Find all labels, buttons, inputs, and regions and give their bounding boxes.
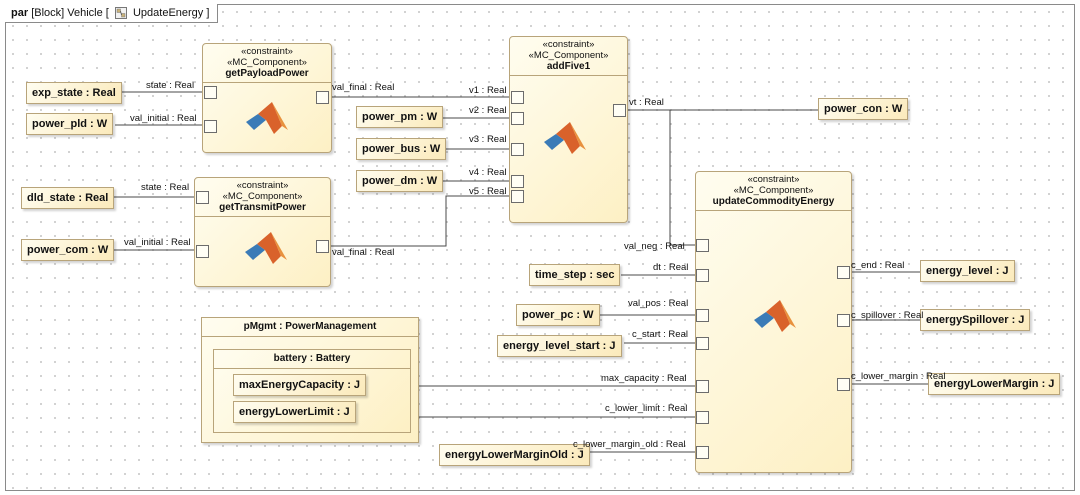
part-title: pMgmt : PowerManagement <box>243 321 377 332</box>
matlab-icon <box>544 122 586 154</box>
port-label: state : Real <box>146 80 195 91</box>
value-dld-state[interactable]: dld_state : Real <box>21 187 115 209</box>
parametric-diagram-icon <box>114 7 127 20</box>
matlab-icon <box>245 232 287 264</box>
matlab-icon <box>246 102 288 134</box>
port-label: c_lower_margin_old : Real <box>573 439 686 450</box>
port-max-capacity[interactable] <box>696 380 709 393</box>
port-state[interactable] <box>204 86 217 99</box>
block-separator <box>195 216 330 217</box>
stereotype-mc-component: «MC_Component» <box>222 191 303 202</box>
port-label: val_neg : Real <box>624 241 685 252</box>
value-energy-level-start[interactable]: energy_level_start : J <box>497 335 622 357</box>
value-power-pm[interactable]: power_pm : W <box>356 106 444 128</box>
stereotype-constraint: «constraint» <box>542 39 595 50</box>
value-energy-lower-limit[interactable]: energyLowerLimit : J <box>233 401 356 423</box>
stereotype-mc-component: «MC_Component» <box>227 57 307 68</box>
port-c-lower-margin-old[interactable] <box>696 446 709 459</box>
stereotype-mc-component: «MC_Component» <box>733 185 814 196</box>
port-label: v3 : Real <box>469 134 507 145</box>
port-label: c_start : Real <box>632 329 688 340</box>
block-name: updateCommodityEnergy <box>712 196 835 207</box>
value-exp-state[interactable]: exp_state : Real <box>26 82 122 104</box>
port-dt[interactable] <box>696 269 709 282</box>
port-label: c_end : Real <box>851 260 905 271</box>
port-label: val_initial : Real <box>130 113 197 124</box>
connector-vt-val-neg <box>669 110 696 246</box>
value-power-dm[interactable]: power_dm : W <box>356 170 444 192</box>
port-label: val_pos : Real <box>628 298 689 309</box>
port-label: c_lower_limit : Real <box>605 403 688 414</box>
port-v3[interactable] <box>511 143 524 156</box>
part-separator <box>202 336 418 337</box>
port-val-final[interactable] <box>316 91 329 104</box>
constraint-block-updateCommodityEnergy[interactable]: «constraint» «MC_Component» updateCommod… <box>695 171 852 473</box>
diagram-context: [Block] Vehicle [ <box>31 7 109 19</box>
port-v1[interactable] <box>511 91 524 104</box>
value-power-con[interactable]: power_con : W <box>818 98 909 120</box>
port-label: state : Real <box>141 182 190 193</box>
matlab-icon <box>754 300 796 332</box>
diagram-kind: par <box>11 7 29 19</box>
port-label: dt : Real <box>653 262 689 273</box>
stereotype-constraint: «constraint» <box>747 174 800 185</box>
port-val-pos[interactable] <box>696 309 709 322</box>
port-label: v4 : Real <box>469 167 507 178</box>
port-c-spillover[interactable] <box>837 314 850 327</box>
stereotype-mc-component: «MC_Component» <box>528 50 609 61</box>
port-c-end[interactable] <box>837 266 850 279</box>
value-power-pc[interactable]: power_pc : W <box>516 304 600 326</box>
value-power-bus[interactable]: power_bus : W <box>356 138 447 160</box>
value-max-energy-capacity[interactable]: maxEnergyCapacity : J <box>233 374 367 396</box>
port-label: max_capacity : Real <box>601 373 687 384</box>
port-v5[interactable] <box>511 190 524 203</box>
port-v4[interactable] <box>511 175 524 188</box>
port-val-initial[interactable] <box>204 120 217 133</box>
port-vt[interactable] <box>613 104 626 117</box>
value-energy-lower-margin[interactable]: energyLowerMargin : J <box>928 373 1061 395</box>
value-energy-level[interactable]: energy_level : J <box>920 260 1015 282</box>
diagram-tab-close-bracket: ] <box>206 7 210 19</box>
block-separator <box>510 75 627 76</box>
stereotype-constraint: «constraint» <box>241 46 293 57</box>
diagram-tab[interactable]: par [Block] Vehicle [ UpdateEnergy ] <box>5 4 219 23</box>
port-c-start[interactable] <box>696 337 709 350</box>
value-energy-spillover[interactable]: energySpillover : J <box>920 309 1031 331</box>
stereotype-constraint: «constraint» <box>236 180 289 191</box>
port-label: v2 : Real <box>469 105 507 116</box>
port-val-final[interactable] <box>316 240 329 253</box>
part-separator <box>214 368 410 369</box>
port-label: val_initial : Real <box>124 237 191 248</box>
connector-transmit-v5 <box>329 195 511 247</box>
port-label: vt : Real <box>629 97 664 108</box>
block-separator <box>203 82 331 83</box>
constraint-block-getTransmitPower[interactable]: «constraint» «MC_Component» getTransmitP… <box>194 177 331 287</box>
value-energy-lower-margin-old[interactable]: energyLowerMarginOld : J <box>439 444 590 466</box>
value-power-com[interactable]: power_com : W <box>21 239 115 261</box>
block-name: addFive1 <box>546 61 591 72</box>
constraint-block-getPayloadPower[interactable]: «constraint» «MC_Component» getPayloadPo… <box>202 43 332 153</box>
port-label: v1 : Real <box>469 85 507 96</box>
port-v2[interactable] <box>511 112 524 125</box>
port-label: val_final : Real <box>332 82 395 93</box>
diagram-name: UpdateEnergy <box>132 7 204 19</box>
port-val-initial[interactable] <box>196 245 209 258</box>
port-state[interactable] <box>196 191 209 204</box>
port-label: v5 : Real <box>469 186 507 197</box>
port-label: c_spillover : Real <box>851 310 924 321</box>
port-label: val_final : Real <box>332 247 395 258</box>
block-separator <box>696 210 851 211</box>
port-c-lower-limit[interactable] <box>696 411 709 424</box>
part-title: battery : Battery <box>273 353 351 364</box>
port-val-neg[interactable] <box>696 239 709 252</box>
block-name: getPayloadPower <box>225 68 309 79</box>
port-c-lower-margin[interactable] <box>837 378 850 391</box>
value-time-step[interactable]: time_step : sec <box>529 264 621 286</box>
block-name: getTransmitPower <box>219 202 306 213</box>
value-power-pld[interactable]: power_pld : W <box>26 113 114 135</box>
port-label: c_lower_margin : Real <box>851 371 946 382</box>
